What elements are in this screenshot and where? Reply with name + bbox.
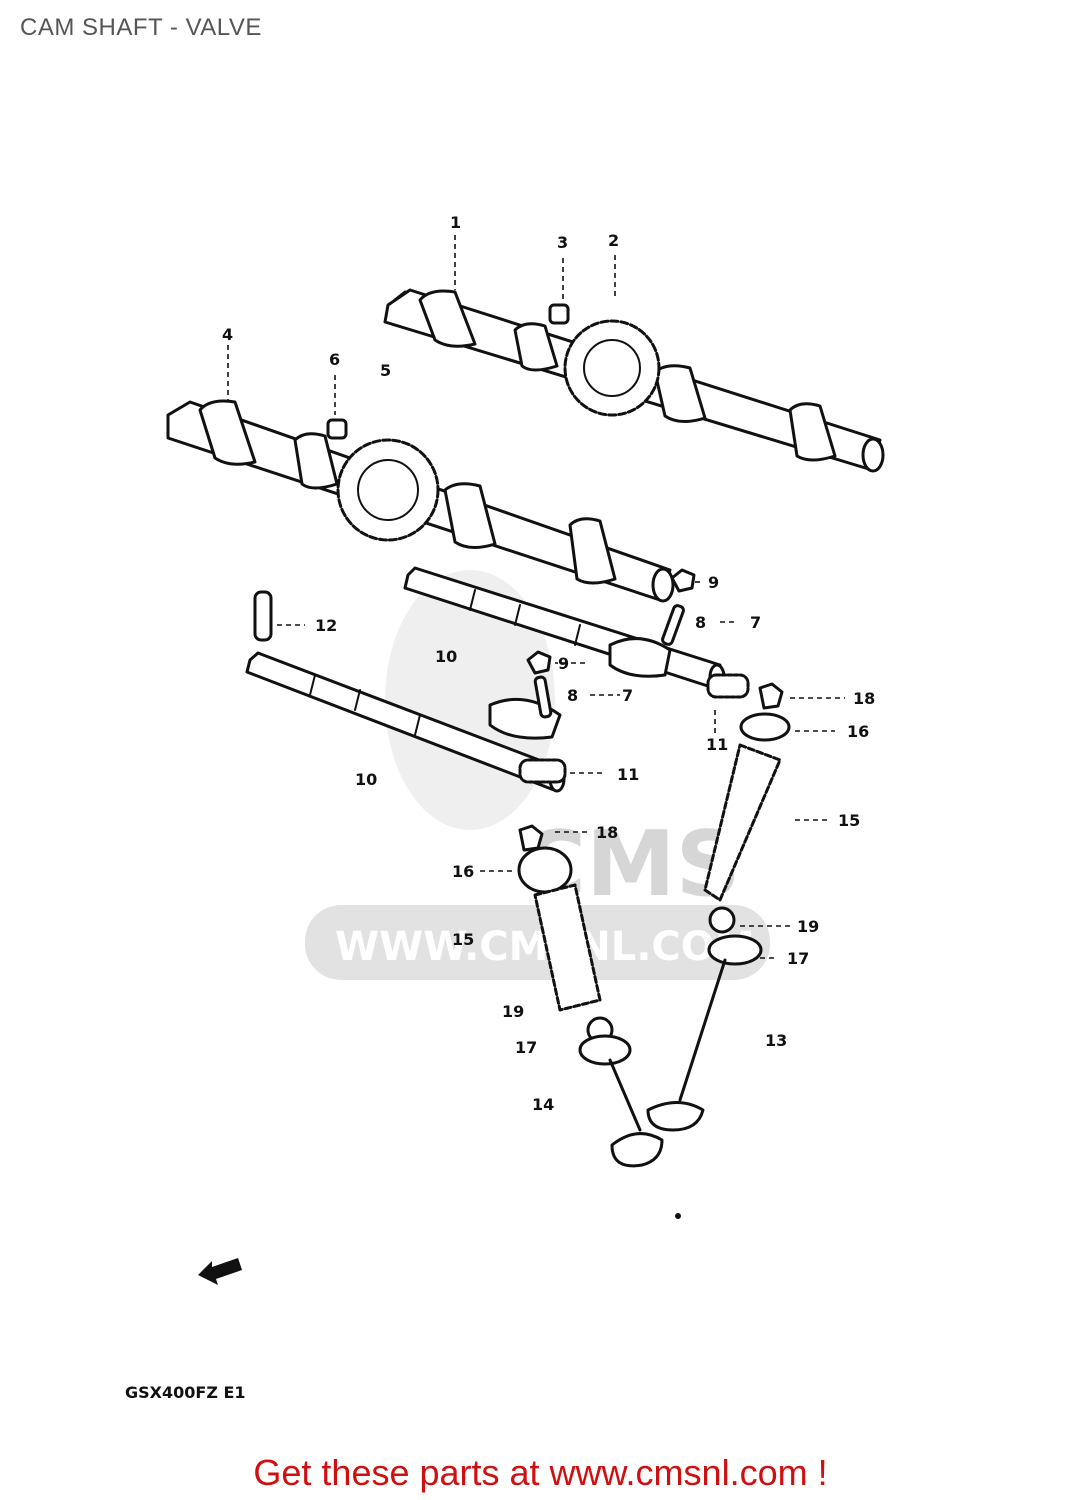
valve-assembly-right: [646, 682, 791, 1132]
callout-1: 1: [450, 213, 461, 232]
rocker-arm-upper: [608, 637, 672, 678]
callout-17-right: 17: [787, 949, 809, 968]
rocker-spring-lower: [518, 758, 567, 784]
callout-15-left: 15: [452, 930, 474, 949]
camshaft-upper: [383, 288, 885, 473]
callout-9-upper: 9: [708, 573, 719, 592]
leader-lines: [227, 235, 845, 959]
callout-19-right: 19: [797, 917, 819, 936]
footer-cta[interactable]: Get these parts at www.cmsnl.com !: [253, 1452, 828, 1493]
dot-mark: [675, 1213, 681, 1219]
callout-11-upper: 11: [706, 735, 728, 754]
callout-labels: 1 2 3 4 5 6 7 7 8 8 9 9 10 10 11 11 12 1…: [222, 213, 875, 1114]
callout-8-lower: 8: [567, 686, 578, 705]
callout-14: 14: [532, 1095, 554, 1114]
callout-18-right: 18: [853, 689, 875, 708]
rocker-spring-upper: [706, 673, 750, 699]
dowel-pin-12: [253, 590, 273, 642]
callout-2: 2: [608, 231, 619, 250]
callout-17-left: 17: [515, 1038, 537, 1057]
callout-18-left: 18: [596, 823, 618, 842]
callout-5: 5: [380, 361, 391, 380]
camshaft-lower: [166, 399, 675, 603]
callout-10-upper: 10: [435, 647, 457, 666]
callout-3: 3: [557, 233, 568, 252]
page-title: CAM SHAFT - VALVE: [20, 14, 262, 41]
front-arrow-icon: [198, 1258, 242, 1285]
callout-16-left: 16: [452, 862, 474, 881]
adjust-screw-lower: [533, 675, 553, 719]
callout-10-lower: 10: [355, 770, 377, 789]
model-code: GSX400FZ E1: [125, 1383, 246, 1402]
watermark-pill: [305, 905, 770, 980]
callout-9-lower: 9: [558, 654, 569, 673]
lock-nut-lower: [526, 650, 552, 675]
callout-8-upper: 8: [695, 613, 706, 632]
callout-13: 13: [765, 1031, 787, 1050]
callout-11-lower: 11: [617, 765, 639, 784]
callout-6: 6: [329, 350, 340, 369]
callout-16-right: 16: [847, 722, 869, 741]
callout-12: 12: [315, 616, 337, 635]
valve-assembly-left: [517, 824, 664, 1168]
adjust-screw-upper: [661, 604, 685, 646]
callout-15-right: 15: [838, 811, 860, 830]
lock-nut-upper: [670, 568, 696, 593]
callout-7-upper: 7: [750, 613, 761, 632]
callout-19-left: 19: [502, 1002, 524, 1021]
callout-4: 4: [222, 325, 233, 344]
callout-7-lower: 7: [622, 686, 633, 705]
